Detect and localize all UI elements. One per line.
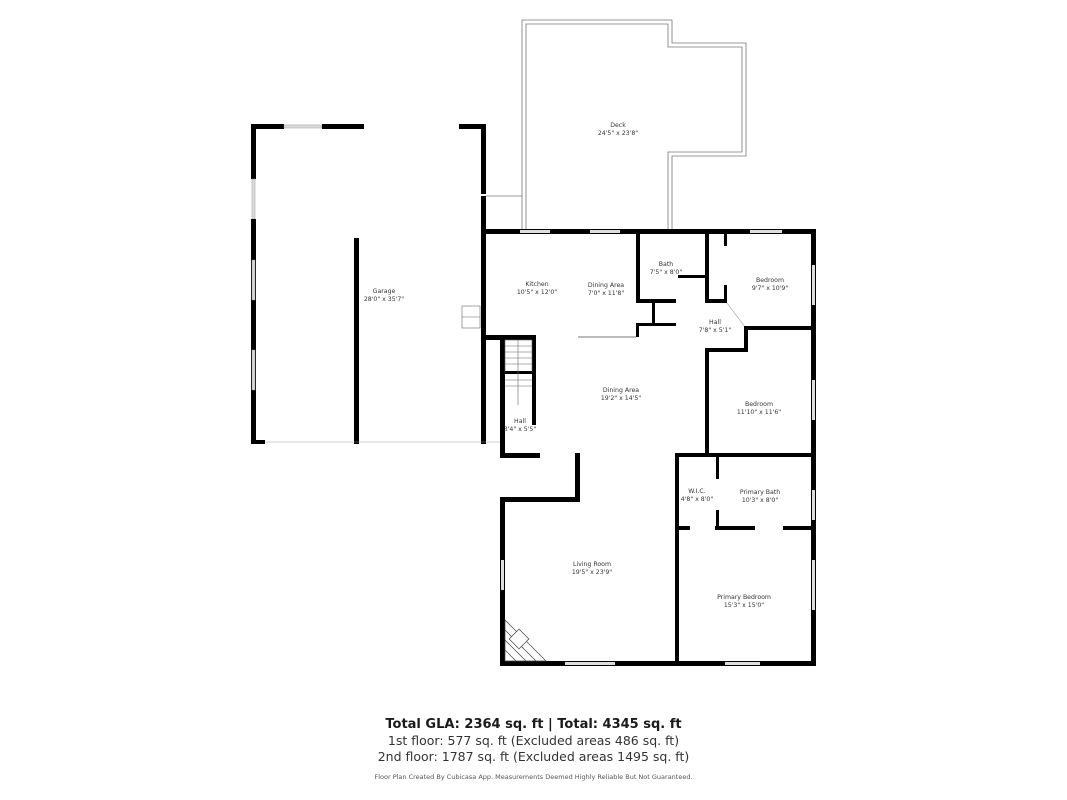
room-dims-deck: 24'5" x 23'8" — [598, 130, 638, 137]
room-name-primary-bath: Primary Bath — [740, 489, 780, 496]
room-name-deck: Deck — [610, 122, 626, 129]
house-walls — [481, 229, 816, 666]
room-dims-primary-bath: 10'3" x 8'0" — [742, 497, 779, 504]
total-area-summary: Total GLA: 2364 sq. ft | Total: 4345 sq.… — [385, 717, 682, 732]
second-floor-area: 2nd floor: 1787 sq. ft (Excluded areas 1… — [377, 749, 690, 764]
room-dims-kitchen: 10'5" x 12'0" — [517, 289, 557, 296]
room-name-hall-2: Hall — [514, 418, 526, 425]
interior-walls — [578, 229, 816, 666]
room-dims-bedroom-1: 9'7" x 10'9" — [752, 285, 789, 292]
room-dims-dining-area-2: 19'2" x 14'5" — [601, 395, 641, 402]
room-name-dining-area-1: Dining Area — [588, 282, 624, 289]
room-name-hall-1: Hall — [709, 319, 721, 326]
room-dims-living-room: 19'5" x 23'9" — [572, 569, 612, 576]
room-dims-hall-2: 3'4" x 5'5" — [504, 426, 537, 433]
room-dims-bedroom-2: 11'10" x 11'6" — [737, 409, 781, 416]
disclaimer-note: Floor Plan Created By Cubicasa App. Meas… — [374, 773, 693, 781]
room-name-dining-area-2: Dining Area — [603, 387, 639, 394]
room-dims-dining-area-1: 7'0" x 11'8" — [588, 290, 625, 297]
room-name-bedroom-1: Bedroom — [756, 277, 784, 284]
room-name-living-room: Living Room — [573, 561, 611, 568]
room-dims-primary-bedroom: 15'3" x 15'0" — [724, 602, 764, 609]
room-name-kitchen: Kitchen — [525, 281, 548, 288]
room-name-primary-bedroom: Primary Bedroom — [717, 594, 771, 601]
stairs — [461, 305, 533, 405]
room-name-bedroom-2: Bedroom — [745, 401, 773, 408]
room-name-garage: Garage — [373, 288, 396, 295]
room-dims-garage: 28'0" x 35'7" — [364, 296, 404, 303]
room-labels: Deck 24'5" x 23'8" Garage 28'0" x 35'7" … — [364, 122, 788, 609]
room-name-bath: Bath — [659, 261, 673, 268]
deck-outline — [486, 19, 747, 230]
room-dims-hall-1: 7'8" x 5'1" — [699, 327, 732, 334]
room-name-wic: W.I.C. — [688, 488, 705, 495]
fireplace — [504, 619, 547, 662]
room-dims-wic: 4'8" x 8'0" — [681, 496, 714, 503]
garage-walls — [251, 124, 500, 444]
room-dims-bath: 7'5" x 8'0" — [650, 269, 683, 276]
first-floor-area: 1st floor: 577 sq. ft (Excluded areas 48… — [387, 733, 680, 748]
